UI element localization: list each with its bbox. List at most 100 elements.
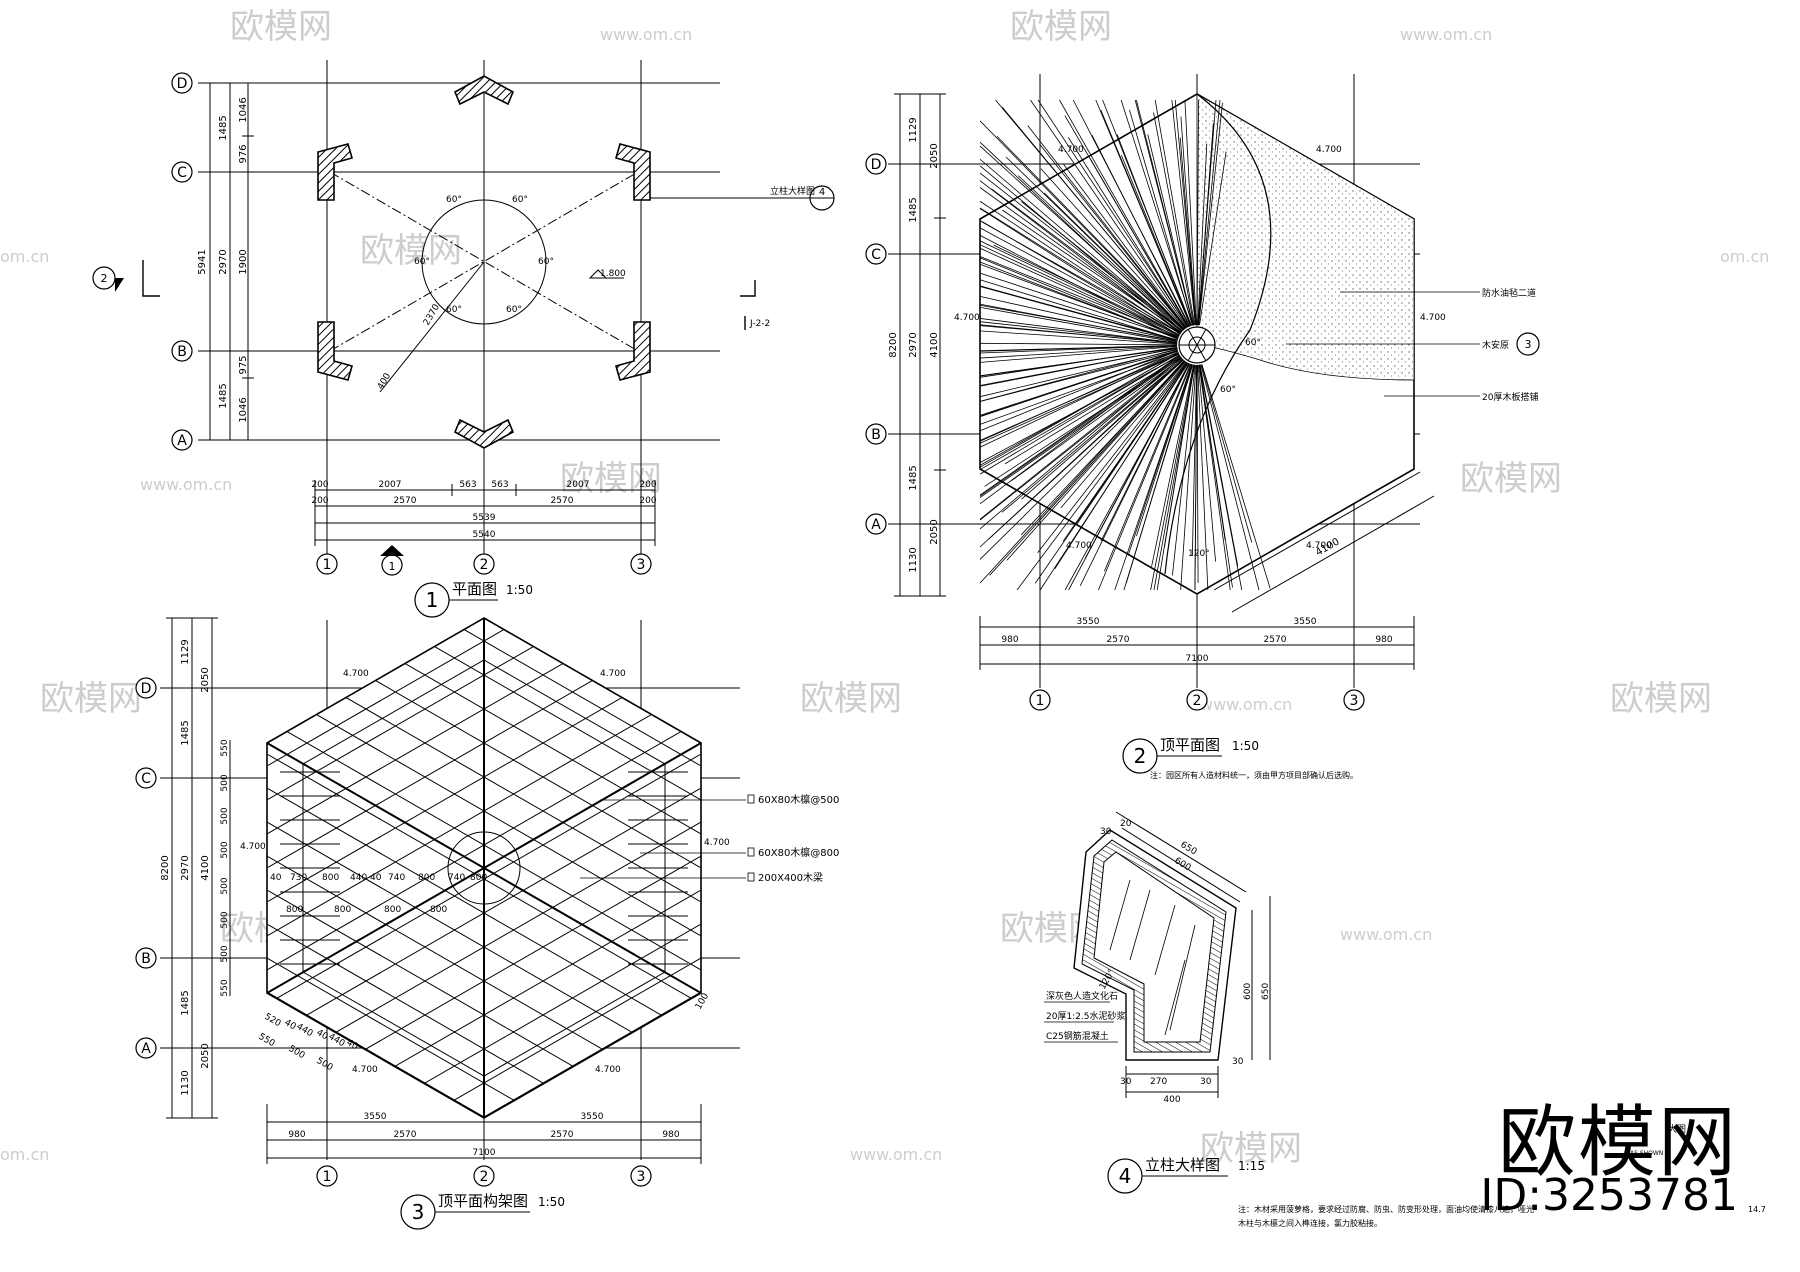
thatch-stroke (979, 285, 1178, 341)
grid-label-1: 1 (1036, 693, 1045, 709)
thatch-stroke (979, 235, 1179, 339)
plan1-dim-inner: 1900 (238, 249, 249, 274)
titleblock-date-fragment: 14.7 (1748, 1205, 1766, 1214)
plan2-level: 4.700 (1420, 313, 1446, 323)
plan2-label: 防水油毡二道 (1482, 287, 1536, 299)
thatch-stroke (1191, 364, 1198, 556)
plan3-row-dim: 740 (448, 873, 465, 883)
thatch-stroke (1172, 364, 1196, 576)
thatch-stroke (979, 279, 1178, 341)
plan2-bottom-dim: 3550 (1294, 617, 1317, 627)
thatch-stroke (1040, 168, 1186, 330)
detail4-top-dim: 650 (1178, 840, 1198, 858)
thatch-stroke (1150, 364, 1195, 591)
detail4-top-dim: 20 (1120, 819, 1132, 829)
grid-label-3: 3 (637, 557, 646, 573)
thatch-stroke (979, 358, 1183, 521)
thatch-stroke (1198, 364, 1231, 591)
titleblock-scale-label: AS SHOWN (1630, 1150, 1663, 1157)
detail4-right-dim: 650 (1261, 983, 1271, 1000)
detail4-layer: C25钢筋混凝土 (1046, 1030, 1109, 1042)
detail4-layer: 20厚1:2.5水泥砂浆 (1046, 1010, 1126, 1022)
detail4-title: 立柱大样图 (1145, 1156, 1220, 1174)
plan2-number: 2 (1134, 744, 1147, 768)
plan3-label: 60X80木檩@500 (758, 793, 839, 806)
column-detail-4: 650 600 30 20 600 650 30 30 270 30 400 1… (1044, 811, 1534, 1228)
thatch-stroke (1197, 364, 1209, 591)
plan3-dim-outer: 2970 (180, 855, 191, 880)
plan1-angle: 60° (446, 195, 462, 205)
thatch-stroke (979, 324, 1178, 344)
thatch-stroke (979, 200, 1181, 335)
brand-id-text: ID:3253781 (1480, 1170, 1738, 1221)
thatch-stroke (1001, 106, 1186, 329)
thatch-stroke (1006, 360, 1186, 561)
thatch-stroke (1198, 102, 1223, 326)
watermark-url: www.om.cn (140, 475, 232, 494)
thatch-stroke (979, 352, 1179, 425)
plan3-dim-inner: 500 (220, 841, 230, 858)
grid-label-d: D (141, 681, 152, 697)
thatch-stroke (979, 145, 1184, 331)
plan3-row-dim: 800 (322, 873, 339, 883)
thatch-stroke (1153, 112, 1195, 326)
plan2-dim-outer: 2970 (908, 332, 919, 357)
plan1-diag-dim: 400 (376, 371, 393, 391)
plan1-diag-dim: 2370 (422, 302, 442, 327)
thatch-stroke (979, 355, 1181, 463)
thatch-stroke (1129, 109, 1193, 326)
detail4-note: 注：木材采用菠萝格，要求经过防腐、防虫、防变形处理，面油均使清漆八遍，哑光 (1238, 1204, 1534, 1214)
watermark-brand: 欧模网 (40, 679, 142, 719)
thatch-stroke (979, 349, 1178, 398)
grid-label-3: 3 (1350, 693, 1359, 709)
thatch-stroke (979, 306, 1178, 343)
thatch-stroke (979, 165, 1181, 334)
plan3-bottom-dim: 980 (662, 1130, 679, 1140)
thatch-stroke (1021, 359, 1184, 500)
thatch-stroke (1197, 99, 1221, 326)
plan1-dim-outer: 1485 (218, 383, 229, 408)
plan1-angle: 60° (506, 305, 522, 315)
thatch-stroke (1197, 99, 1217, 326)
thatch-stroke (979, 345, 1178, 354)
plan2-bottom-dim: 3550 (1077, 617, 1100, 627)
thatch-stroke (988, 359, 1184, 540)
plan1-bottom-dim: 563 (459, 480, 476, 490)
plan3-dim-total: 8200 (160, 855, 171, 880)
plan1-dim-inner: 1046 (238, 397, 249, 422)
thatch-stroke (979, 347, 1178, 386)
thatch-stroke (979, 208, 1180, 337)
plan3-title: 顶平面构架图 (438, 1192, 528, 1210)
thatch-stroke (1098, 364, 1192, 591)
brand-logo-text: 欧模网 (1497, 1098, 1738, 1188)
plan2-bottom-dim: 980 (1375, 635, 1392, 645)
thatch-stroke (979, 141, 1183, 332)
plan2-label: 20厚木板搭铺 (1482, 391, 1538, 403)
thatch-stroke (1064, 115, 1189, 328)
detail4-bottom-dim: 270 (1150, 1077, 1167, 1087)
plan3-number: 3 (412, 1200, 425, 1224)
thatch-stroke (1027, 125, 1187, 329)
plan1-dim-inner: 1046 (238, 97, 249, 122)
thatch-stroke (1184, 99, 1197, 326)
watermark-brand: 欧模网 (230, 7, 332, 47)
thatch-stroke (1114, 364, 1193, 591)
thatch-stroke (1196, 99, 1199, 326)
thatch-texture (979, 99, 1271, 591)
thatch-stroke (979, 180, 1181, 334)
plan1-section-tag: J-2-2 (749, 319, 770, 329)
thatch-stroke (1030, 99, 1188, 328)
plan3-label: 60X80木檩@800 (758, 846, 839, 859)
detail4-scale: 1:15 (1238, 1159, 1265, 1173)
grid-label-c: C (871, 247, 881, 263)
grid-label-2: 2 (1193, 693, 1202, 709)
thatch-stroke (1116, 134, 1192, 327)
thatch-stroke (1011, 357, 1183, 482)
thatch-stroke (1180, 364, 1197, 591)
thatch-stroke (1194, 364, 1198, 591)
watermark-url: www.om.cn (850, 1145, 942, 1164)
grid-label-1: 1 (323, 557, 332, 573)
thatch-stroke (1200, 364, 1260, 591)
plan1-dim-inner: 975 (238, 355, 249, 374)
plan3-level: 4.700 (595, 1065, 621, 1075)
